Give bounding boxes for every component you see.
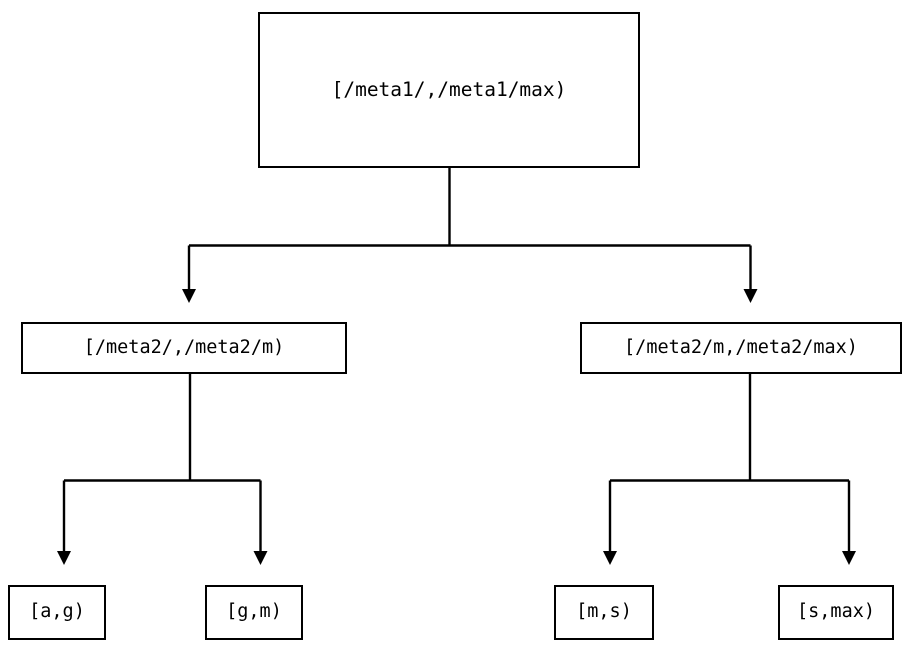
tree-node-leaf-4[interactable]: [s,max) xyxy=(778,585,894,640)
tree-node-leaf-2-label: [g,m) xyxy=(226,601,282,623)
arrowhead-mid-right-icon xyxy=(743,289,758,303)
arrowhead-leaf-1-icon xyxy=(57,551,71,565)
tree-node-root-label: [/meta1/,/meta1/max) xyxy=(331,78,567,102)
tree-node-root[interactable]: [/meta1/,/meta1/max) xyxy=(258,12,640,168)
tree-node-leaf-4-label: [s,max) xyxy=(797,601,875,623)
arrowhead-leaf-4-icon xyxy=(842,551,856,565)
tree-node-mid-left[interactable]: [/meta2/,/meta2/m) xyxy=(21,322,347,374)
tree-node-leaf-1[interactable]: [a,g) xyxy=(8,585,106,640)
tree-node-leaf-1-label: [a,g) xyxy=(29,601,85,623)
arrowhead-leaf-2-icon xyxy=(253,551,268,565)
tree-node-leaf-3-label: [m,s) xyxy=(576,601,632,623)
tree-node-mid-left-label: [/meta2/,/meta2/m) xyxy=(83,336,285,358)
arrowhead-mid-left-icon xyxy=(182,289,196,303)
tree-node-leaf-3[interactable]: [m,s) xyxy=(554,585,654,640)
tree-node-mid-right[interactable]: [/meta2/m,/meta2/max) xyxy=(580,322,902,374)
tree-node-mid-right-label: [/meta2/m,/meta2/max) xyxy=(624,336,858,358)
tree-node-leaf-2[interactable]: [g,m) xyxy=(205,585,303,640)
arrowhead-leaf-3-icon xyxy=(603,551,617,565)
